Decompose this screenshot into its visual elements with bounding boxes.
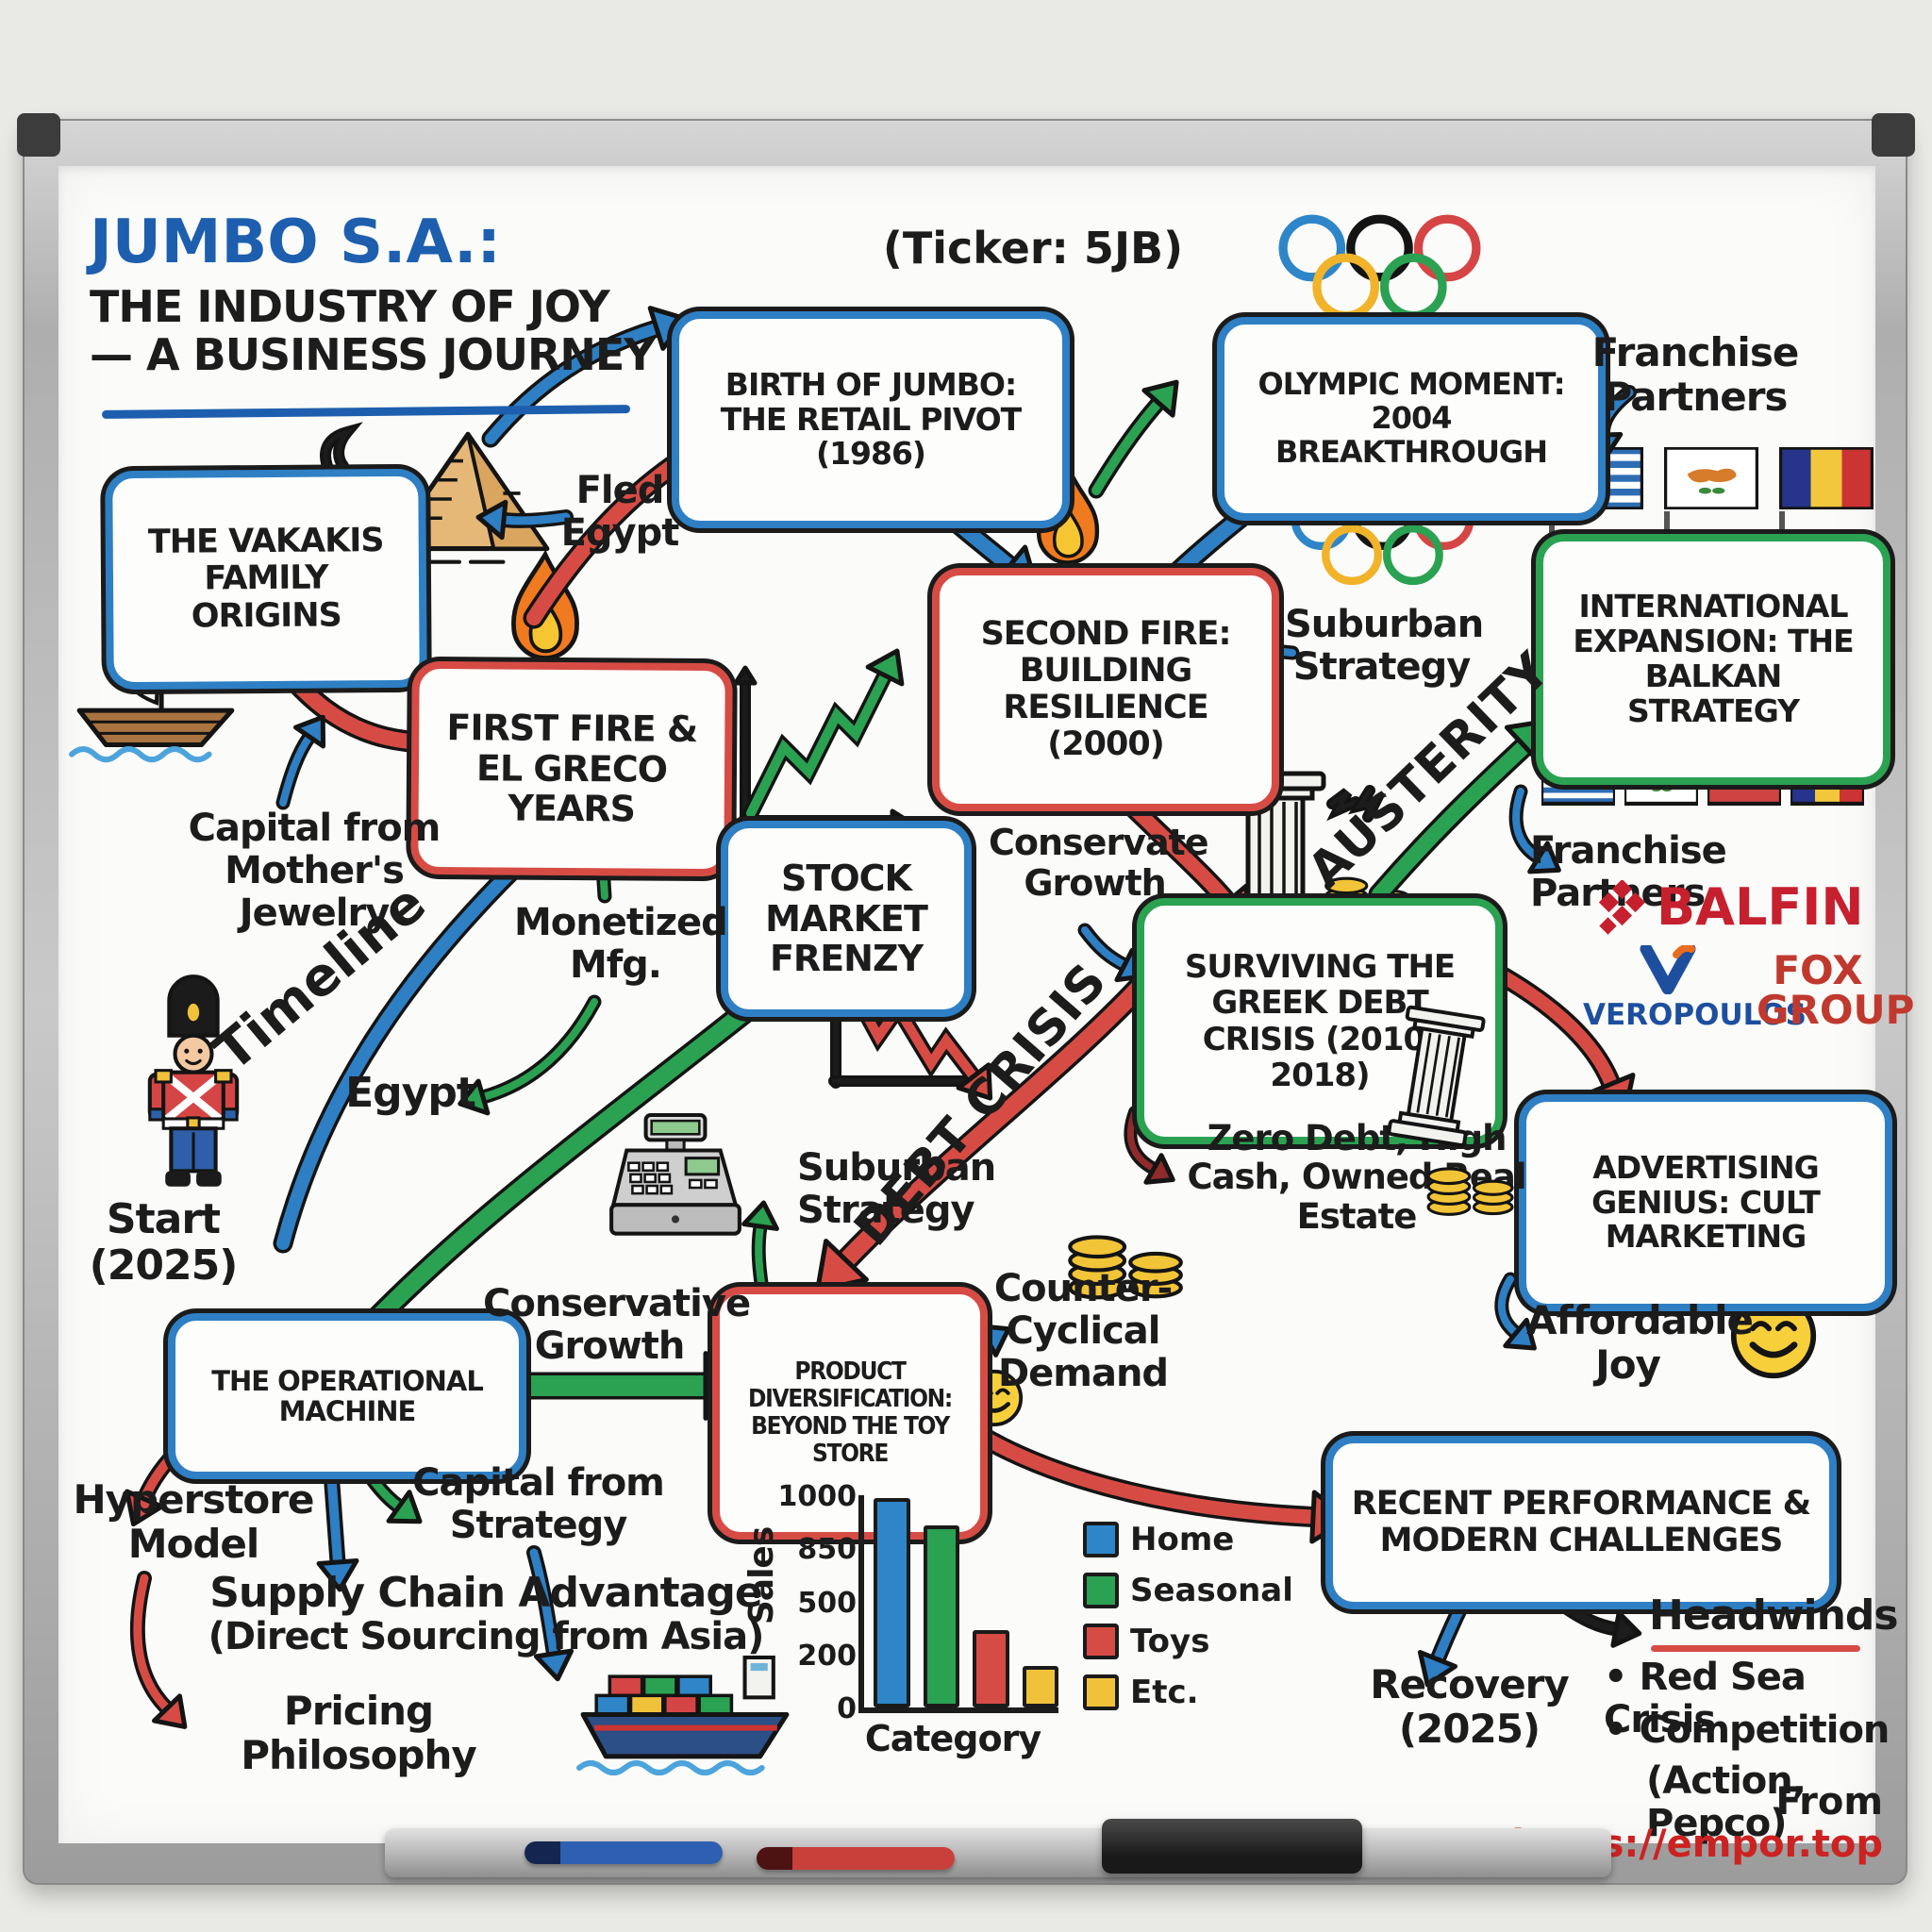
label-recovery-2025: Recovery (2025) [1370, 1661, 1570, 1753]
olympic-rings-icon [1278, 209, 1481, 327]
box-vakakis-family-origins: THE VAKAKIS FAMILY ORIGINS [105, 468, 427, 691]
title-line2: THE INDUSTRY OF JOY [90, 280, 610, 332]
cash-register-icon [604, 1113, 747, 1257]
box-birth-of-jumbo: BIRTH OF JUMBO: THE RETAIL PIVOT (1986) [672, 311, 1070, 528]
label-hyperstore-model: Hyperstore Model [73, 1476, 315, 1568]
box-recent-performance: RECENT PERFORMANCE & MODERN CHALLENGES [1325, 1436, 1837, 1609]
legend-label: Home [1130, 1521, 1235, 1558]
flag-cyprus-icon [1665, 447, 1758, 509]
legend-item: Home [1083, 1521, 1293, 1558]
ticker-label: (Ticker: 5JB) [882, 223, 1184, 274]
legend-swatch [1083, 1674, 1119, 1710]
bullet-red-sea-crisis: • Red Sea Crisis [1604, 1656, 1807, 1741]
label-fled-egypt: Fled Egypt [560, 469, 680, 555]
label-egypt: Egypt [345, 1069, 476, 1117]
eraser[interactable] [1102, 1819, 1362, 1874]
bar-toys [973, 1630, 1009, 1707]
balfin-logo: BALFIN [1596, 877, 1864, 937]
label-monetized-mfg: Monetized Mfg. [514, 901, 728, 987]
label-counter-cyclical-demand: Counter-Cyclical Demand [993, 1267, 1173, 1395]
chart-x-axis-title: Category [864, 1718, 1041, 1759]
y-tick: 1000 [777, 1480, 858, 1513]
bullet-dot: • [1604, 1656, 1640, 1699]
fox-group-logo: FOX GROUP [1757, 947, 1915, 1033]
title-line3: — A BUSINESS JOURNEY [90, 329, 656, 381]
label-franchise-partners-top: Franchise Partners [1591, 329, 1800, 421]
y-tick: 200 [797, 1640, 857, 1673]
box-stock-market-frenzy: STOCK MARKET FRENZY [721, 821, 972, 1017]
label-start-2025: Start (2025) [89, 1195, 239, 1291]
bar-home [874, 1498, 910, 1707]
flag-romania-icon [1780, 447, 1874, 509]
legend-swatch [1083, 1624, 1119, 1659]
label-pricing-philosophy: Pricing Philosophy [241, 1688, 477, 1779]
label-capital-from-strategy: Capital from Strategy [412, 1461, 665, 1547]
veropoulos-logo: VEROPOULOS [1583, 942, 1807, 1032]
bullet-competition-sub: (Action, Pepco) [1646, 1759, 1807, 1845]
legend-label: Etc. [1130, 1674, 1199, 1711]
label-affordable-joy: Affordable Joy [1526, 1297, 1754, 1389]
box-international-expansion: INTERNATIONAL EXPANSION: THE BALKAN STRA… [1536, 534, 1890, 785]
chart-y-axis-title: Sales [741, 1526, 781, 1625]
legend-item: Toys [1083, 1623, 1293, 1660]
frame-corner [17, 113, 60, 157]
label-conservate-growth: Conservate Growth [989, 822, 1209, 904]
legend-swatch [1083, 1573, 1119, 1608]
bar-chart [858, 1495, 1058, 1713]
label-supply-chain: Supply Chain Advantage (Direct Sourcing … [203, 1570, 769, 1658]
bullet-competition: • Competition [1604, 1708, 1890, 1752]
balfin-diamonds-icon [1598, 879, 1646, 935]
flame-icon [500, 549, 591, 668]
y-tick: 0 [837, 1692, 857, 1725]
coins-icon [1421, 1145, 1517, 1219]
box-operational-machine: THE OPERATIONAL MACHINE [168, 1313, 526, 1479]
label-supply-chain-line1: Supply Chain Advantage [209, 1569, 762, 1617]
label-supply-chain-line2: (Direct Sourcing from Asia) [208, 1615, 765, 1659]
box-second-fire: SECOND FIRE: BUILDING RESILIENCE (2000) [932, 568, 1279, 811]
label-suburban-strategy-upper: Suburban Strategy [1285, 603, 1484, 689]
container-ship-icon [575, 1649, 794, 1779]
page-title: JUMBO S.A.: THE INDUSTRY OF JOY — A BUSI… [90, 208, 656, 381]
headwinds-underline [1651, 1645, 1860, 1652]
y-tick: 500 [797, 1587, 857, 1620]
bar-seasonal [923, 1525, 959, 1707]
veropoulos-v-icon [1640, 942, 1696, 995]
legend-swatch [1083, 1522, 1119, 1557]
frame-corner [1872, 113, 1915, 157]
legend-item: Etc. [1083, 1674, 1293, 1711]
bar-etc [1022, 1666, 1058, 1707]
legend-label: Seasonal [1130, 1572, 1293, 1609]
legend-item: Seasonal [1083, 1572, 1293, 1609]
marker-red[interactable] [757, 1847, 955, 1870]
bullet-dot: • [1604, 1708, 1640, 1752]
label-franchise-partners-right: Franchise Partners [1530, 829, 1727, 914]
label-headwinds: Headwinds [1649, 1591, 1899, 1640]
box-advertising-genius: ADVERTISING GENIUS: CULT MARKETING [1519, 1094, 1892, 1311]
label-conservative-growth: Conservative Growth [483, 1282, 751, 1368]
legend-label: Toys [1130, 1623, 1210, 1660]
title-line1: JUMBO S.A.: [90, 208, 501, 277]
marker-blue[interactable] [525, 1841, 723, 1864]
box-olympic-moment: OLYMPIC MOMENT: 2004 BREAKTHROUGH [1217, 317, 1606, 521]
y-tick: 850 [797, 1533, 857, 1566]
chart-y-axis-labels: 1000 850 500 200 0 [778, 1480, 858, 1725]
